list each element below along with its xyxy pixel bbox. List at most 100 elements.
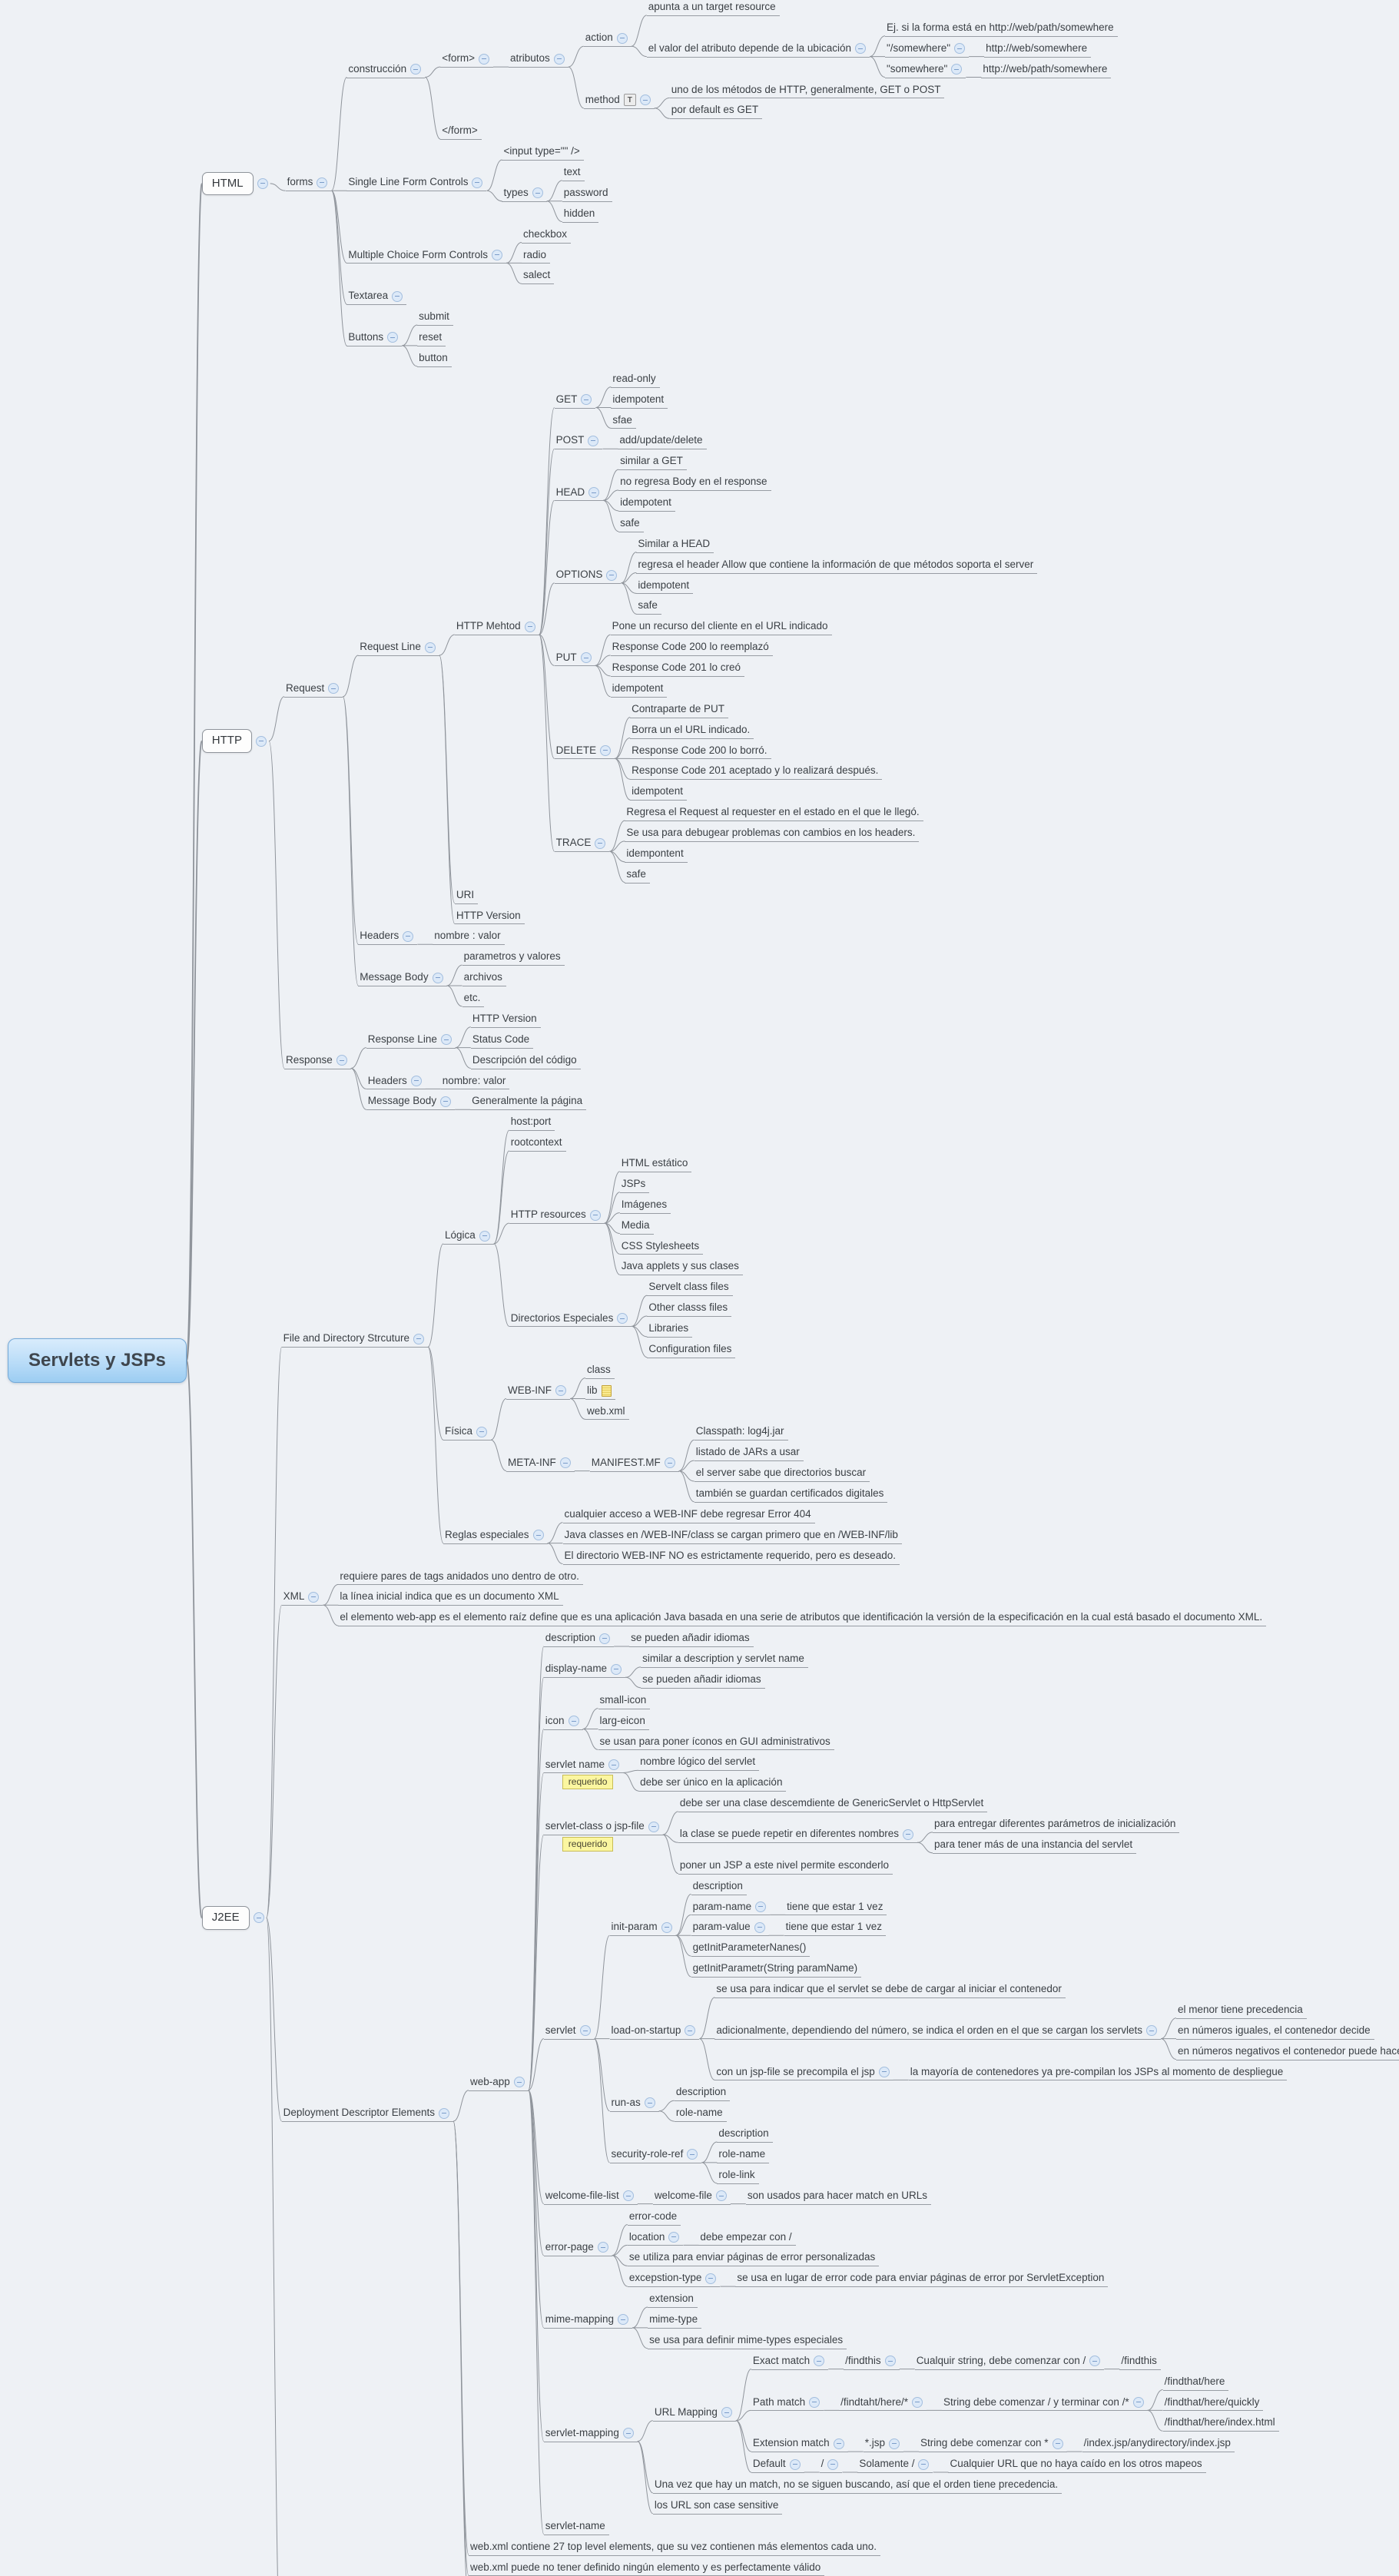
topic-label-classpath-log4j-jar[interactable]: Classpath: log4j.jar [695,1425,784,1437]
topic-label-jsp[interactable]: *.jsp [864,2437,885,2449]
topic-label-xml[interactable]: XML [283,1590,305,1603]
topic-label-media[interactable]: Media [621,1218,650,1231]
topic-label-se-usa-para-indicar-que-el-servlet-se-de[interactable]: se usa para indicar que el servlet se de… [716,1983,1062,1994]
topic-label-pone-un-recurso-del-cliente-en-el-url-in[interactable]: Pone un recurso del cliente en el URL in… [612,620,828,632]
topic-label-head[interactable]: HEAD [555,486,585,498]
topic-label-somewhere[interactable]: "/somewhere" [886,41,951,54]
topic-label-input-type[interactable]: <input type="" /> [503,145,580,157]
topic-label-radio[interactable]: radio [522,248,546,260]
topic-label-debe-ser-nico-en-la-aplicaci-n[interactable]: debe ser único en la aplicación [640,1776,783,1789]
topic-label-para-entregar-diferentes-par-metros-de-i[interactable]: para entregar diferentes parámetros de i… [934,1818,1176,1829]
topic-label-text[interactable]: text [563,166,581,177]
topic-label-regresa-el-request-al-requester-en-el-es[interactable]: Regresa el Request al requester en el es… [626,806,920,818]
topic-label-get[interactable]: GET [555,393,578,405]
topic-label-la-clase-se-puede-repetir-en-diferentes-[interactable]: la clase se puede repetir en diferentes … [679,1828,899,1840]
topic-label-welcome-file[interactable]: welcome-file [654,2189,712,2201]
collapse-toggle-icon[interactable] [644,2097,655,2109]
topic-label-role-link[interactable]: role-link [718,2168,755,2180]
topic-label-tambi-n-se-guardan-certificados-digitale[interactable]: también se guardan certificados digitale… [695,1487,884,1499]
topic-label-cualquier-url-que-no-haya-ca-do-en-los-o[interactable]: Cualquier URL que no haya caído en los o… [950,2458,1202,2470]
topic-label-css-stylesheets[interactable]: CSS Stylesheets [621,1239,700,1252]
topic-label-construcci-n[interactable]: construcción [348,62,407,75]
collapse-toggle-icon[interactable] [336,1055,347,1066]
topic-label-el-server-sabe-que-directorios-buscar[interactable]: el server sabe que directorios buscar [695,1467,867,1479]
topic-label-por-default-es-get[interactable]: por default es GET [671,104,759,116]
topic-label-form[interactable]: </form> [442,124,478,137]
topic-label-getinitparametr-string-paramname[interactable]: getInitParametr(String paramName) [692,1962,858,1974]
topic-label-host-port[interactable]: host:port [510,1116,552,1128]
collapse-toggle-icon[interactable] [317,177,328,188]
topic-label-configuration-files[interactable]: Configuration files [648,1342,732,1354]
topic-label-la-l-nea-inicial-indica-que-es-un-docume[interactable]: la línea inicial indica que es un docume… [340,1590,559,1603]
topic-label-se-utiliza-para-enviar-p-ginas-de-error-[interactable]: se utiliza para enviar páginas de error … [628,2251,876,2263]
topic-label-uno-de-los-m-todos-de-http-generalmente-[interactable]: uno de los métodos de HTTP, generalmente… [671,83,941,95]
topic-label-textarea[interactable]: Textarea [348,290,389,302]
collapse-toggle-icon[interactable] [308,1591,320,1603]
collapse-toggle-icon[interactable] [622,2190,634,2202]
topic-label-poner-un-jsp-a-este-nivel-permite-escond[interactable]: poner un JSP a este nivel permite escond… [679,1858,889,1871]
topic-label-small-icon[interactable]: small-icon [599,1693,647,1706]
collapse-toggle-icon[interactable] [532,1530,544,1541]
topic-label-getinitparameternanes[interactable]: getInitParameterNanes() [692,1941,807,1954]
topic-label-delete[interactable]: DELETE [555,744,597,756]
topic-label-idempotent[interactable]: idempotent [632,785,683,797]
topic-label-similar-a-get[interactable]: similar a GET [620,455,683,467]
topic-label-string-debe-comenzar-y-terminar-con[interactable]: String debe comenzar / y terminar con /* [943,2395,1129,2408]
collapse-toggle-icon[interactable] [911,2396,923,2408]
topic-label-hidden[interactable]: hidden [563,207,595,219]
topic-label-password[interactable]: password [563,186,608,198]
topic-label-mime-type[interactable]: mime-type [649,2313,698,2325]
collapse-toggle-icon[interactable] [617,1313,628,1324]
topic-label-tiene-que-estar-1-vez[interactable]: tiene que estar 1 vez [785,1921,882,1933]
topic-label-response-code-200-lo-borr[interactable]: Response Code 200 lo borró. [632,744,767,756]
topic-label-contraparte-de-put[interactable]: Contraparte de PUT [632,702,724,714]
topic-label-cualquier-acceso-a-web-inf-debe-regresar[interactable]: cualquier acceso a WEB-INF debe regresar… [564,1507,811,1520]
topic-label-form[interactable]: <form> [442,52,475,65]
topic-label-borra-un-el-url-indicado[interactable]: Borra un el URL indicado. [632,723,751,735]
topic-label-el-valor-del-atributo-depende-de-la-ubic[interactable]: el valor del atributo depende de la ubic… [648,41,851,54]
topic-label-safe[interactable]: safe [620,516,640,529]
collapse-toggle-icon[interactable] [618,2314,629,2326]
topic-label-response-code-201-lo-cre[interactable]: Response Code 201 lo creó [612,661,741,673]
topic-label-se-usa-para-debugear-problemas-con-cambi[interactable]: Se usa para debugear problemas con cambi… [626,827,916,838]
topic-label-j2ee[interactable]: J2EE [201,1906,250,1930]
collapse-toggle-icon[interactable] [581,394,592,406]
topic-label-tiene-que-estar-1-vez[interactable]: tiene que estar 1 vez [787,1900,883,1912]
collapse-toggle-icon[interactable] [954,43,966,55]
topic-label-web-inf[interactable]: WEB-INF [507,1384,552,1396]
topic-label-role-name[interactable]: role-name [718,2148,766,2160]
collapse-toggle-icon[interactable] [440,1096,452,1107]
topic-label-con-un-jsp-file-se-precompila-el-jsp[interactable]: con un jsp-file se precompila el jsp [716,2065,875,2077]
topic-label-servlet-class-o-jsp-file[interactable]: servlet-class o jsp-file [545,1820,645,1832]
collapse-toggle-icon[interactable] [257,177,268,189]
topic-label-safe[interactable]: safe [626,867,646,880]
topic-label-el-menor-tiene-precedencia[interactable]: el menor tiene precedencia [1177,2003,1303,2015]
topic-label-se-usan-para-poner-conos-en-gui-administ[interactable]: se usan para poner íconos en GUI adminis… [599,1735,830,1747]
collapse-toggle-icon[interactable] [555,1385,566,1397]
topic-label-action[interactable]: action [585,31,613,44]
topic-label-nombre-valor[interactable]: nombre : valor [434,930,501,942]
topic-label-description[interactable]: description [675,2086,727,2098]
collapse-toggle-icon[interactable] [608,1759,620,1771]
collapse-toggle-icon[interactable] [440,1034,452,1046]
topic-label-uri[interactable]: URI [456,888,475,900]
topic-label-adicionalmente-dependiendo-del-n-mero-se[interactable]: adicionalmente, dependiendo del número, … [716,2024,1142,2036]
collapse-toggle-icon[interactable] [479,1230,490,1242]
topic-label-request[interactable]: Request [285,681,325,694]
topic-label-ej-si-la-forma-est-en-http-web-path-some[interactable]: Ej. si la forma está en http://web/path/… [886,21,1114,33]
topic-label-http-web-path-somewhere[interactable]: http://web/path/somewhere [983,62,1108,75]
topic-label-web-xml[interactable]: web.xml [586,1404,625,1417]
topic-label-nombre-l-gico-del-servlet[interactable]: nombre lógico del servlet [640,1755,756,1768]
collapse-toggle-icon[interactable] [600,744,612,756]
topic-label-libraries[interactable]: Libraries [648,1322,689,1334]
topic-label-error-code[interactable]: error-code [628,2210,678,2222]
topic-label-path-match[interactable]: Path match [752,2395,806,2408]
collapse-toggle-icon[interactable] [685,2025,696,2037]
topic-label-findthat-here[interactable]: /findthat/here [1164,2375,1225,2387]
topic-label-web-app[interactable]: web-app [469,2075,510,2087]
collapse-toggle-icon[interactable] [1145,2025,1157,2037]
topic-label-options[interactable]: OPTIONS [555,569,603,581]
collapse-toggle-icon[interactable] [580,652,592,663]
collapse-toggle-icon[interactable] [715,2190,727,2202]
topic-label-buttons[interactable]: Buttons [348,331,384,343]
